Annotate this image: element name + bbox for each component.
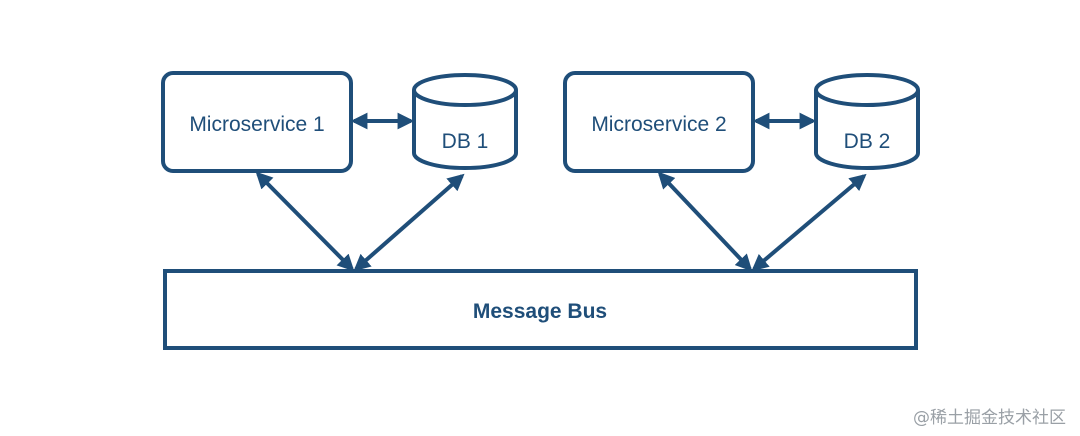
watermark: @稀土掘金技术社区	[913, 408, 1066, 428]
db-1-label: DB 1	[442, 130, 489, 153]
edge-ms2-bus-arrow	[657, 171, 753, 272]
microservice-2-label: Microservice 2	[591, 113, 726, 136]
db-2-node: DB 2	[814, 73, 920, 170]
microservice-1-label: Microservice 1	[189, 113, 324, 136]
edge-db2-bus-arrow	[751, 173, 867, 272]
microservice-1-node: Microservice 1	[161, 71, 353, 173]
edge-ms1-bus-arrow	[255, 171, 355, 272]
edge-db1-bus-arrow	[353, 173, 465, 272]
db-2-label: DB 2	[844, 130, 891, 153]
microservice-2-node: Microservice 2	[563, 71, 755, 173]
db-1-node: DB 1	[412, 73, 518, 170]
message-bus-label: Message Bus	[473, 300, 607, 323]
message-bus-node: Message Bus	[163, 269, 918, 350]
